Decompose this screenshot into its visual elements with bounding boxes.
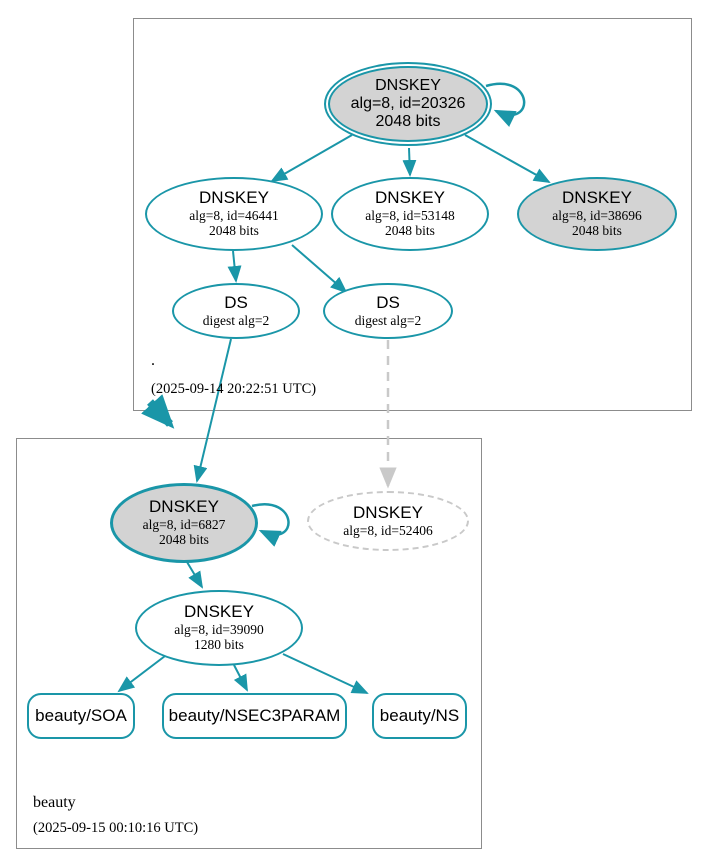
- dnskey-detail: alg=8, id=38696: [552, 207, 642, 223]
- ds-title: DS: [376, 292, 400, 312]
- dnskey-size: 2048 bits: [572, 223, 622, 239]
- dnskey-detail: alg=8, id=6827: [142, 516, 226, 532]
- dnskey-title: DNSKEY: [199, 188, 269, 208]
- node-dnskey-20326[interactable]: DNSKEY alg=8, id=20326 2048 bits: [324, 62, 492, 146]
- edge-selfloop-20326: [485, 82, 526, 127]
- rrset-label: beauty/NSEC3PARAM: [168, 706, 341, 725]
- rrset-label: beauty/NS: [379, 706, 460, 725]
- dnskey-title: DNSKEY: [375, 188, 445, 208]
- node-dnskey-46441[interactable]: DNSKEY alg=8, id=46441 2048 bits: [145, 177, 323, 251]
- edge-39090-ns: [282, 653, 369, 694]
- node-dnskey-52406[interactable]: DNSKEY alg=8, id=52406: [307, 491, 469, 551]
- zone-label-root: .: [151, 352, 155, 369]
- ds-title: DS: [224, 292, 248, 312]
- node-ds-right[interactable]: DS digest alg=2: [323, 283, 453, 339]
- dnskey-detail: alg=8, id=39090: [174, 621, 264, 637]
- rrset-beauty-nsec3param[interactable]: beauty/NSEC3PARAM: [162, 693, 347, 739]
- edge-20326-38696: [464, 134, 551, 183]
- dnskey-title: DNSKEY: [184, 602, 254, 622]
- dnskey-title: DNSKEY: [562, 188, 632, 208]
- rrset-beauty-soa[interactable]: beauty/SOA: [27, 693, 135, 739]
- dnskey-size: 2048 bits: [159, 532, 209, 548]
- zone-box-root: [133, 18, 692, 411]
- zone-timestamp-beauty: (2025-09-15 00:10:16 UTC): [33, 820, 199, 836]
- dnskey-title: DNSKEY: [149, 497, 219, 517]
- node-dnskey-39090[interactable]: DNSKEY alg=8, id=39090 1280 bits: [135, 590, 303, 666]
- zone-timestamp-root: (2025-09-14 20:22:51 UTC): [151, 381, 317, 397]
- edge-39090-soa: [117, 655, 166, 693]
- edge-39090-nsec3param: [233, 664, 248, 692]
- dnskey-size: 1280 bits: [194, 637, 244, 653]
- dnskey-detail: alg=8, id=20326: [350, 95, 466, 112]
- ds-detail: digest alg=2: [202, 312, 270, 328]
- edge-46441-ds-right: [291, 244, 348, 294]
- dnskey-size: 2048 bits: [385, 223, 435, 239]
- edge-20326-53148: [402, 147, 417, 177]
- dnskey-detail: alg=8, id=53148: [365, 207, 455, 223]
- rrset-label: beauty/SOA: [35, 706, 127, 725]
- rrset-beauty-ns[interactable]: beauty/NS: [372, 693, 467, 739]
- dnskey-title: DNSKEY: [353, 502, 423, 522]
- edge-selfloop-6827: [251, 503, 290, 547]
- edge-6827-39090: [186, 561, 204, 589]
- zone-label-beauty: beauty: [33, 794, 76, 811]
- edge-delegation-wedge: [141, 394, 175, 429]
- node-ds-left[interactable]: DS digest alg=2: [172, 283, 300, 339]
- zone-box-beauty: [16, 438, 482, 849]
- ds-detail: digest alg=2: [354, 312, 422, 328]
- edge-46441-ds-left: [227, 250, 242, 283]
- dnskey-detail: alg=8, id=52406: [343, 522, 433, 538]
- dnskey-size: 2048 bits: [375, 113, 441, 130]
- edge-20326-46441: [270, 134, 353, 182]
- dnskey-title: DNSKEY: [375, 77, 441, 94]
- edge-ds-6827: [193, 338, 232, 483]
- node-dnskey-53148[interactable]: DNSKEY alg=8, id=53148 2048 bits: [331, 177, 489, 251]
- dnskey-size: 2048 bits: [209, 223, 259, 239]
- node-dnskey-6827[interactable]: DNSKEY alg=8, id=6827 2048 bits: [110, 483, 258, 563]
- node-dnskey-20326-inner: DNSKEY alg=8, id=20326 2048 bits: [328, 66, 488, 142]
- node-dnskey-38696[interactable]: DNSKEY alg=8, id=38696 2048 bits: [517, 177, 677, 251]
- dnskey-detail: alg=8, id=46441: [189, 207, 279, 223]
